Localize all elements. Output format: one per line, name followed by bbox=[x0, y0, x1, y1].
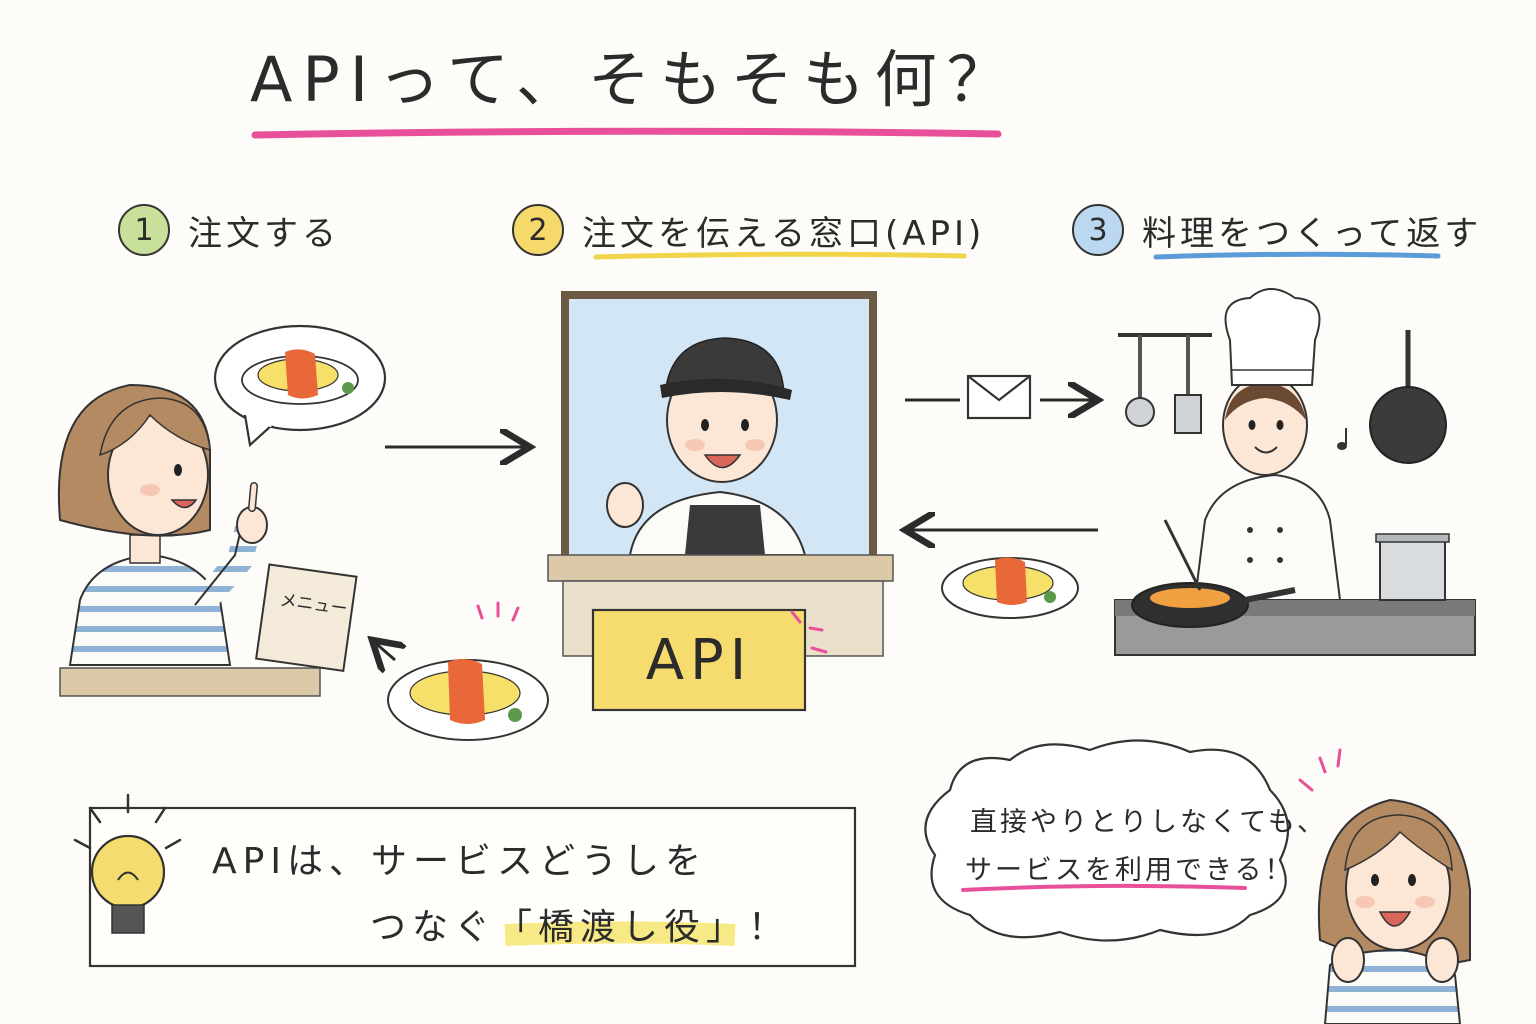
music-note-icon bbox=[1337, 428, 1347, 450]
ladle-icon bbox=[1125, 335, 1155, 427]
bubble-line-1: 直接やりとりしなくても、 bbox=[970, 807, 1328, 838]
step-1: 1 注文する bbox=[118, 204, 340, 256]
page-title: APIって、そもそも何？ bbox=[250, 43, 1019, 116]
chef-illustration bbox=[1114, 288, 1476, 656]
step-3-number: 3 bbox=[1072, 204, 1124, 256]
summary-box bbox=[88, 806, 857, 968]
lightbulb-icon bbox=[73, 793, 182, 934]
step-2-underline bbox=[593, 251, 967, 260]
step-2-label: 注文を伝える窓口(API) bbox=[582, 213, 986, 254]
step-3: 3 料理をつくって返す bbox=[1072, 204, 1482, 256]
girl-illustration bbox=[1298, 748, 1471, 1024]
step-2-number: 2 bbox=[512, 204, 564, 256]
summary-line-2: つなぐ「橋渡し役」！ bbox=[370, 898, 790, 950]
api-sign: API bbox=[645, 627, 753, 693]
api-window bbox=[547, 291, 894, 712]
step-3-label: 料理をつくって返す bbox=[1142, 213, 1483, 254]
summary-line-2-suffix: ！ bbox=[748, 907, 791, 948]
bubble-line-2: サービスを利用できる！ bbox=[965, 855, 1295, 886]
customer-illustration bbox=[57, 383, 358, 697]
title-underline bbox=[251, 127, 1002, 139]
summary-highlight: 「橋渡し役」 bbox=[496, 907, 749, 948]
customer-thought-bubble bbox=[213, 324, 387, 448]
step-3-underline bbox=[1153, 251, 1441, 260]
frying-pan-icon bbox=[1369, 330, 1447, 464]
cloud-bubble bbox=[924, 739, 1290, 942]
step-1-number: 1 bbox=[118, 204, 170, 256]
summary-line-2-prefix: つなぐ bbox=[370, 907, 497, 948]
request-flow bbox=[905, 374, 1098, 420]
plate-delivered bbox=[372, 601, 549, 741]
summary-line-1: APIは、サービスどうしを bbox=[212, 841, 707, 882]
spatula-icon bbox=[1174, 335, 1202, 434]
step-1-label: 注文する bbox=[188, 213, 340, 254]
plate-returned bbox=[941, 557, 1079, 619]
step-2: 2 注文を伝える窓口(API) bbox=[512, 204, 985, 256]
envelope-icon bbox=[966, 374, 1032, 420]
